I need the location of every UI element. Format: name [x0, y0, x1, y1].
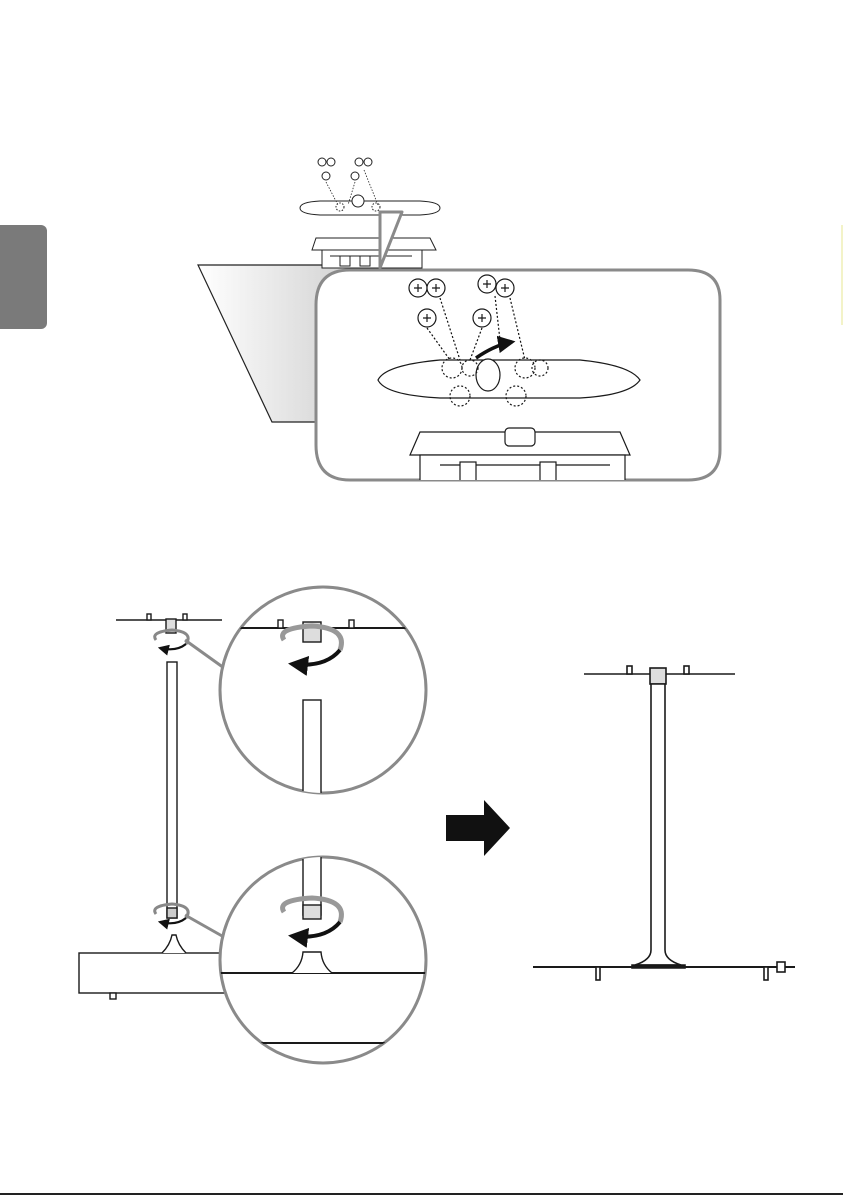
- zoom-circle-top: [220, 587, 426, 793]
- tv-bracket-small: [312, 238, 436, 268]
- assembled-stand: [533, 666, 795, 980]
- base-post: [476, 359, 500, 391]
- stand-base-large: [378, 360, 640, 398]
- stand-column-icon: [167, 662, 177, 918]
- stand-base-small: [300, 195, 440, 215]
- right-arrow-icon: [446, 800, 510, 856]
- tv-bracket-large: [410, 428, 630, 485]
- step-a-figure: [198, 158, 720, 485]
- step-b-figure: [79, 587, 450, 1063]
- screw-icon: [318, 158, 372, 180]
